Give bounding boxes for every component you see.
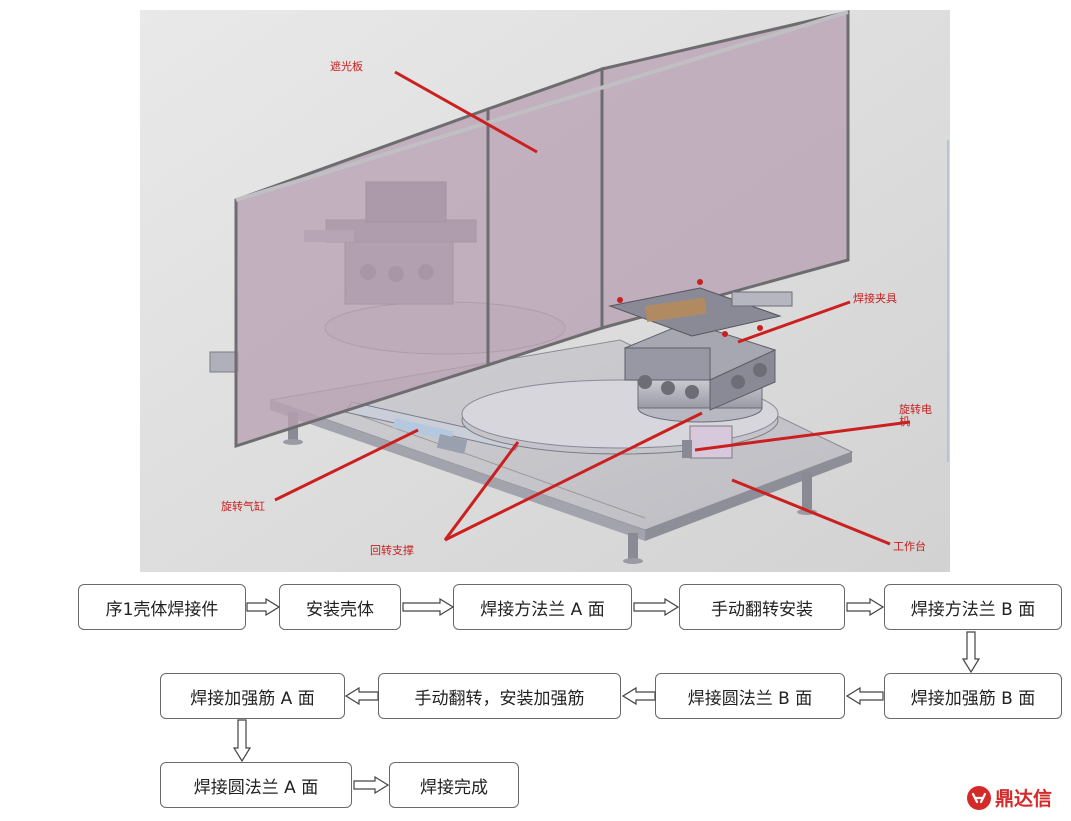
callout-rotary-motor: 旋转电 机 bbox=[899, 403, 932, 428]
brand-name: 鼎达信 bbox=[995, 788, 1053, 810]
flow-step-3: 焊接方法兰 A 面 bbox=[453, 584, 632, 630]
flow-arrow-1-2 bbox=[246, 598, 280, 616]
flow-step-2: 安装壳体 bbox=[279, 584, 401, 630]
callout-light-shield: 遮光板 bbox=[330, 60, 363, 73]
flow-arrow-6-7 bbox=[846, 687, 884, 705]
callout-lines bbox=[274, 70, 911, 546]
flow-step-9: 焊接加强筋 A 面 bbox=[160, 673, 345, 719]
flow-arrow-10-11 bbox=[353, 776, 389, 794]
callout-rotary-cylinder: 旋转气缸 bbox=[221, 500, 265, 513]
flow-step-5: 焊接方法兰 B 面 bbox=[884, 584, 1062, 630]
flow-step-4: 手动翻转安装 bbox=[679, 584, 845, 630]
brand-watermark: 鼎达信 bbox=[966, 784, 1052, 811]
flow-step-7: 焊接圆法兰 B 面 bbox=[655, 673, 845, 719]
flow-step-8: 手动翻转，安装加强筋 bbox=[378, 673, 621, 719]
flow-arrow-8-9 bbox=[345, 687, 379, 705]
flow-arrow-9-10 bbox=[233, 719, 251, 762]
flow-step-6: 焊接加强筋 B 面 bbox=[884, 673, 1062, 719]
flow-arrow-2-3 bbox=[402, 598, 454, 616]
flow-step-11: 焊接完成 bbox=[389, 762, 519, 808]
flow-step-10: 焊接圆法兰 A 面 bbox=[160, 762, 352, 808]
rotary-cylinder bbox=[209, 351, 523, 454]
frame-edge bbox=[947, 140, 949, 462]
flow-step-1: 序1壳体焊接件 bbox=[78, 584, 246, 630]
callout-work-table: 工作台 bbox=[893, 540, 926, 553]
welding-fixture bbox=[608, 279, 793, 423]
flow-arrow-4-5 bbox=[846, 598, 884, 616]
equipment-cad-render bbox=[140, 10, 950, 572]
flow-arrow-5-6 bbox=[962, 631, 980, 673]
callout-slewing-bearing: 回转支撑 bbox=[370, 544, 414, 557]
rotary-motor bbox=[682, 425, 733, 459]
callout-welding-fixture: 焊接夹具 bbox=[853, 292, 897, 305]
light-shield bbox=[234, 10, 850, 449]
flow-arrow-7-8 bbox=[622, 687, 656, 705]
brand-logo-icon bbox=[967, 785, 991, 810]
flow-arrow-3-4 bbox=[633, 598, 679, 616]
